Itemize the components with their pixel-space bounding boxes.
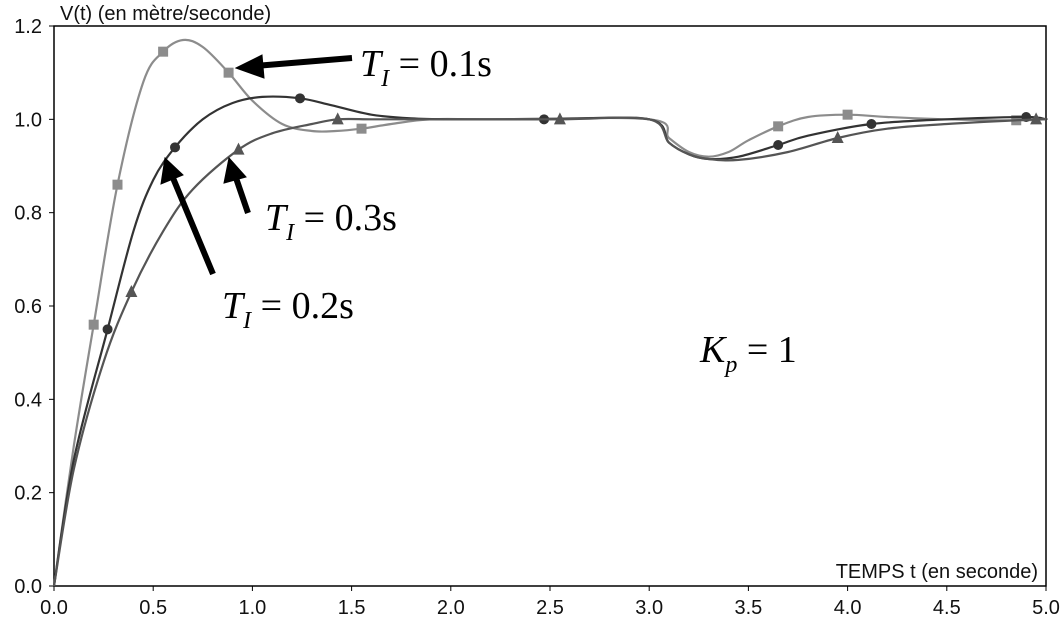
square-marker — [356, 123, 367, 134]
x-tick-label: 0.5 — [139, 597, 167, 619]
y-tick-label: 0.8 — [14, 203, 42, 225]
y-axis-ticks: 0.0 0.2 0.4 0.6 0.8 1.0 1.2 — [14, 16, 54, 598]
arrow-ti03-head — [223, 156, 247, 184]
x-tick-label: 4.5 — [933, 597, 961, 619]
circle-marker — [295, 93, 306, 104]
x-tick-label: 1.5 — [338, 597, 366, 619]
arrow-ti03 — [233, 177, 251, 214]
triangle-marker — [1030, 112, 1043, 125]
x-axis-title: TEMPS t (en seconde) — [836, 561, 1038, 583]
x-tick-label: 3.5 — [734, 597, 762, 619]
triangle-marker — [553, 112, 566, 125]
y-tick-label: 1.0 — [14, 109, 42, 131]
label-ti03: TI = 0.3s — [265, 197, 397, 246]
x-tick-label: 0.0 — [40, 597, 68, 619]
x-tick-label: 2.5 — [536, 597, 564, 619]
circle-marker — [102, 324, 113, 335]
circle-marker — [773, 140, 784, 150]
square-marker — [158, 46, 169, 57]
x-tick-label: 4.0 — [834, 597, 862, 619]
y-tick-label: 0.0 — [14, 576, 42, 598]
arrow-ti01-head — [234, 54, 265, 79]
square-marker — [112, 179, 123, 190]
series-line — [52, 38, 1047, 587]
label-ti01: TI = 0.1s — [360, 43, 492, 92]
triangle-marker — [331, 112, 344, 125]
series-layer — [52, 38, 1048, 587]
circle-marker — [170, 142, 181, 153]
y-tick-label: 0.2 — [14, 483, 42, 505]
square-marker — [842, 109, 853, 120]
square-marker — [88, 319, 99, 330]
circle-marker — [866, 119, 877, 129]
square-marker — [773, 121, 784, 132]
annotation-arrows — [160, 54, 353, 276]
label-kp: Kp = 1 — [699, 329, 797, 378]
x-tick-label: 1.0 — [238, 597, 266, 619]
y-tick-label: 0.6 — [14, 296, 42, 318]
arrow-ti01 — [254, 55, 353, 69]
x-tick-label: 3.0 — [635, 597, 663, 619]
arrow-ti02 — [170, 176, 216, 276]
x-axis-ticks: 0.0 0.5 1.0 1.5 2.0 2.5 3.0 3.5 4.0 4.5 5.0 — [40, 586, 1060, 619]
plot-area — [53, 25, 1047, 587]
x-tick-label: 2.0 — [437, 597, 465, 619]
y-tick-label: 1.2 — [14, 16, 42, 38]
label-ti02: TI = 0.2s — [222, 285, 354, 334]
triangle-marker — [831, 131, 844, 143]
series-3 — [52, 112, 1048, 587]
triangle-marker — [232, 142, 245, 155]
y-tick-label: 0.4 — [14, 389, 42, 411]
triangle-marker — [125, 285, 138, 297]
square-marker — [223, 67, 234, 78]
arrow-ti02-head — [160, 156, 184, 185]
x-tick-label: 5.0 — [1032, 597, 1060, 619]
y-axis-title: V(t) (en mètre/seconde) — [60, 3, 271, 25]
